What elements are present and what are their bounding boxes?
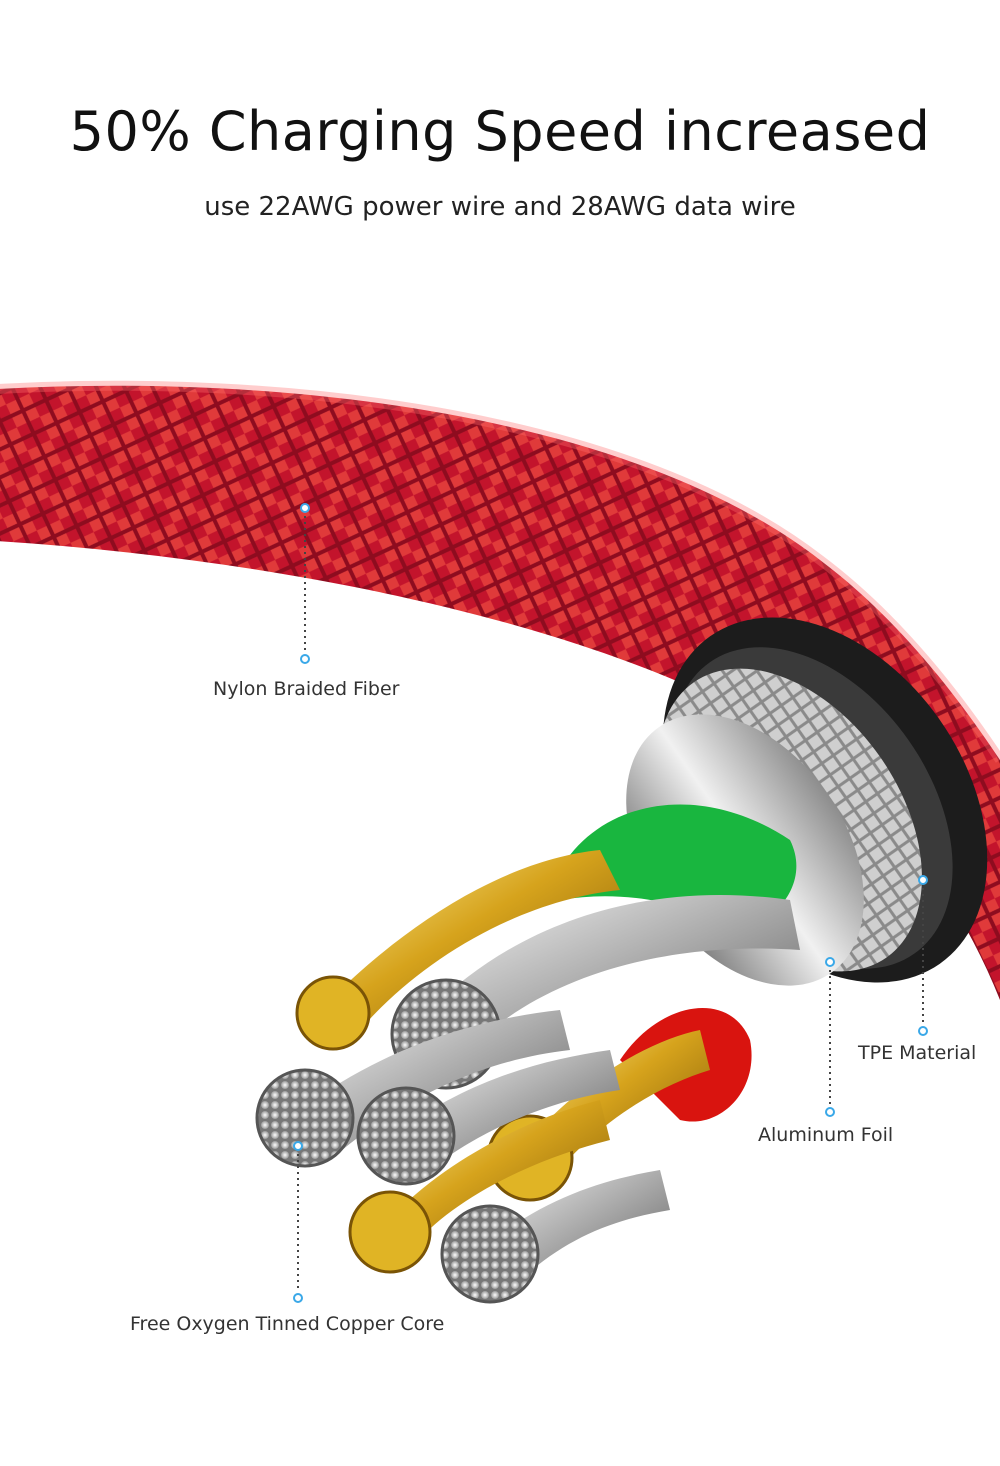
page-title: 50% Charging Speed increased [69, 100, 931, 163]
braided-jacket [0, 385, 1000, 1000]
callout-tpe-label: TPE Material [858, 1042, 977, 1064]
callout-nylon-label: Nylon Braided Fiber [213, 678, 400, 700]
gold-wire-end [348, 1190, 432, 1274]
page-subtitle: use 22AWG power wire and 28AWG data wire [204, 192, 796, 222]
copper-core-end [440, 1204, 540, 1304]
gold-wire-end [295, 975, 371, 1051]
callout-tpe-leader [918, 875, 928, 1036]
copper-core-end [356, 1086, 456, 1186]
callout-core-label: Free Oxygen Tinned Copper Core [130, 1313, 445, 1335]
callout-aluminum-label: Aluminum Foil [758, 1124, 894, 1146]
callout-core-leader [293, 1141, 303, 1303]
callout-nylon-leader [300, 503, 310, 664]
copper-core-end [255, 1068, 355, 1168]
callout-aluminum-leader [825, 957, 835, 1117]
